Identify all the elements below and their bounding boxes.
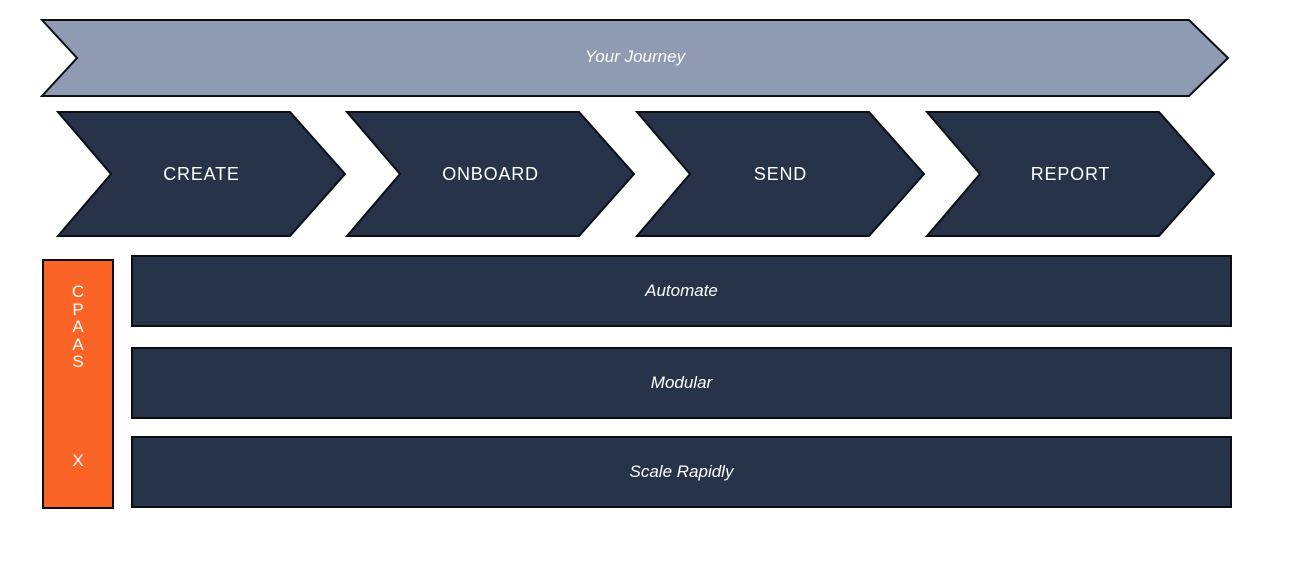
step-onboard-polygon — [344, 111, 636, 237]
cpaas-letter: S — [72, 352, 84, 371]
cpaas-letter: C — [71, 282, 85, 301]
cpaas-x-box: C P A A S X — [42, 259, 114, 509]
step-onboard-chevron — [344, 111, 636, 237]
step-send-polygon — [634, 111, 926, 237]
bar-scale-rapidly: Scale Rapidly — [131, 436, 1232, 508]
step-create-chevron — [55, 111, 347, 237]
step-report-chevron — [924, 111, 1216, 237]
step-report-polygon — [924, 111, 1216, 237]
bar-modular: Modular — [131, 347, 1232, 419]
step-create-polygon — [55, 111, 347, 237]
cpaas-letter: A — [72, 334, 84, 354]
cpaas-letter: P — [72, 299, 84, 319]
step-send-chevron — [634, 111, 926, 237]
cpaas-vertical-label: C P A A S — [44, 283, 112, 371]
bar-automate: Automate — [131, 255, 1232, 327]
cpaas-x-label: X — [72, 451, 84, 470]
your-journey-arrow-polygon — [39, 19, 1230, 97]
your-journey-arrow-shape — [39, 19, 1230, 97]
cpaas-letter: A — [72, 317, 84, 336]
